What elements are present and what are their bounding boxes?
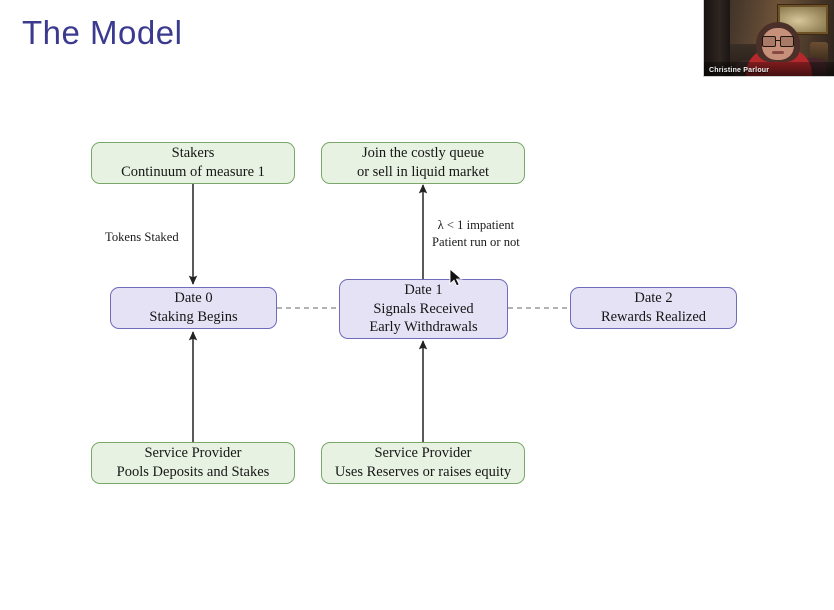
page-title: The Model [22,14,183,51]
node-service-provider-left[interactable]: Service Provider Pools Deposits and Stak… [91,442,295,484]
webcam-person-mouth [772,51,784,54]
mouse-cursor-icon [449,268,463,287]
node-join-costly-queue[interactable]: Join the costly queue or sell in liquid … [321,142,525,184]
node-date1-line-1: Date 1 [404,282,443,299]
webcam-overlay[interactable]: Christine Parlour [703,0,834,77]
node-date-0[interactable]: Date 0 Staking Begins [110,287,277,329]
edge-label-lambda-line-1: λ < 1 impatient [437,218,515,232]
node-stakers[interactable]: Stakers Continuum of measure 1 [91,142,295,184]
node-queue-line-2: or sell in liquid market [356,164,490,180]
webcam-participant-name: Christine Parlour [709,67,770,74]
node-queue-line-1: Join the costly queue [361,145,485,162]
webcam-lamp [810,42,828,62]
node-stakers-line-2: Continuum of measure 1 [121,164,265,180]
edge-label-lambda-line-2: Patient run or not [432,234,520,249]
node-stakers-line-1: Stakers [171,145,215,162]
webcam-wall-picture [778,5,828,34]
node-date-1[interactable]: Date 1 Signals Received Early Withdrawal… [339,279,508,339]
node-service-provider-right[interactable]: Service Provider Uses Reserves or raises… [321,442,525,484]
node-date1-line-2: Signals Received [373,300,474,317]
node-date2-line-1: Date 2 [634,290,673,307]
edge-label-tokens-staked-text: Tokens Staked [105,230,179,244]
node-spleft-line-2: Pools Deposits and Stakes [116,464,270,480]
node-spright-line-1: Service Provider [374,445,472,462]
edge-label-tokens-staked: Tokens Staked [105,229,179,246]
webcam-name-bar [704,62,834,76]
node-date0-line-2: Staking Begins [149,309,238,325]
webcam-person-face [762,28,794,60]
node-date2-line-2: Rewards Realized [600,309,707,325]
edge-label-lambda: λ < 1 impatient Patient run or not [432,217,520,250]
node-date0-line-1: Date 0 [174,290,213,307]
node-date1-line-3: Early Withdrawals [369,319,478,336]
node-date-2[interactable]: Date 2 Rewards Realized [570,287,737,329]
node-spleft-line-1: Service Provider [144,445,242,462]
node-spright-line-2: Uses Reserves or raises equity [334,464,512,480]
webcam-person-glasses [762,36,794,47]
